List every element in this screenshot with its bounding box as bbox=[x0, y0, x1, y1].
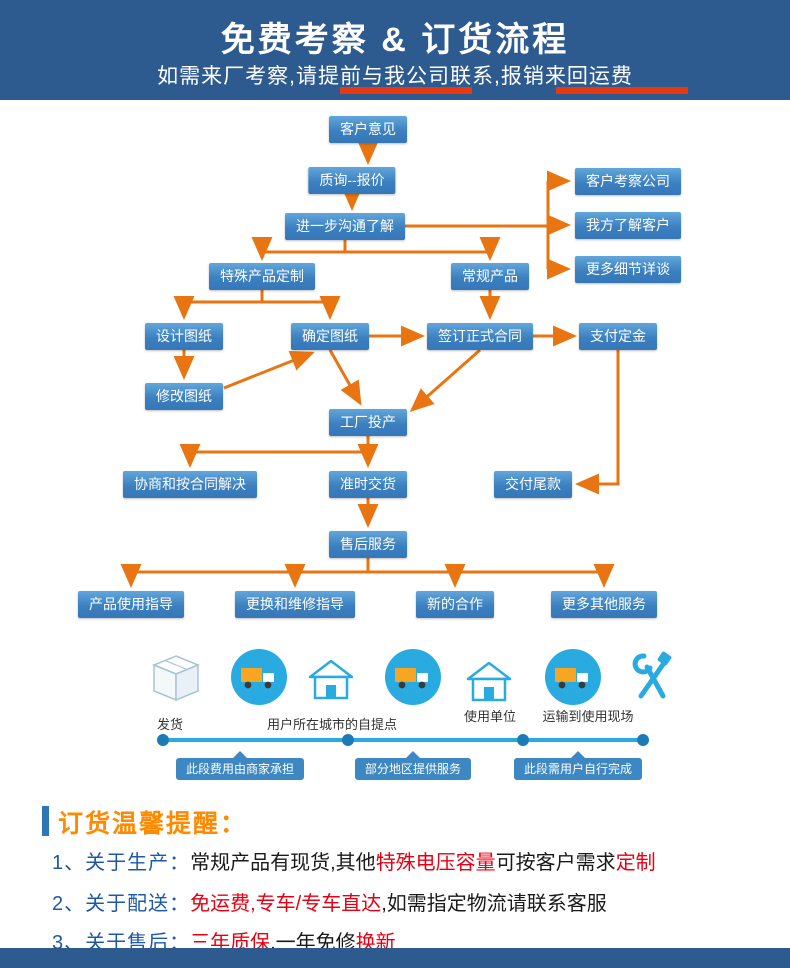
flow-node-custom-product: 特殊产品定制 bbox=[209, 263, 315, 290]
flow-node-confirm-drawing: 确定图纸 bbox=[291, 323, 369, 350]
stage-label-shipping: 发货 bbox=[156, 717, 184, 732]
reminder-item-delivery: 2、关于配送：免运费,专车/专车直达,如需指定物流请联系客服 bbox=[52, 887, 607, 916]
flow-node-customer-opinion: 客户意见 bbox=[329, 116, 407, 143]
reminder-text: 常规产品有现货,其他 bbox=[190, 852, 376, 874]
flow-node-new-cooperation: 新的合作 bbox=[416, 591, 494, 618]
reminder-item-label: 1、关于生产： bbox=[52, 852, 191, 874]
flow-node-negotiate: 协商和按合同解决 bbox=[123, 471, 257, 498]
flow-node-regular-product: 常规产品 bbox=[451, 263, 529, 290]
package-icon bbox=[152, 655, 200, 702]
page-title: 免费考察 & 订货流程 bbox=[220, 21, 570, 59]
flow-node-usage-guidance: 产品使用指导 bbox=[78, 591, 184, 618]
flow-arrows bbox=[120, 141, 620, 588]
tools-icon bbox=[632, 651, 672, 699]
timeline-dot bbox=[157, 734, 169, 746]
stage-label-using-unit: 使用单位 bbox=[463, 709, 517, 724]
flow-node-factory-production: 工厂投产 bbox=[329, 409, 407, 436]
reminder-title: 订货温馨提醒： bbox=[58, 810, 248, 838]
reminder-item-label: 2、关于配送： bbox=[52, 893, 191, 915]
house-icon bbox=[308, 659, 354, 700]
flow-node-replace-repair: 更换和维修指导 bbox=[235, 591, 355, 618]
timeline-dot bbox=[637, 734, 649, 746]
delivery-truck-icon bbox=[385, 649, 441, 705]
house-icon bbox=[466, 661, 512, 702]
flow-node-sign-contract: 签订正式合同 bbox=[427, 323, 533, 350]
timeline-dot bbox=[342, 734, 354, 746]
reminder-highlight: 免运费,专车/专车直达 bbox=[190, 893, 382, 915]
segment-label-merchant-pays: 此段费用由商家承担 bbox=[175, 751, 305, 780]
flow-node-visit-company: 客户考察公司 bbox=[575, 168, 681, 195]
flow-node-further-communication: 进一步沟通了解 bbox=[285, 213, 405, 240]
reminder-highlight: 定制 bbox=[615, 852, 656, 874]
subtitle-underline-right bbox=[556, 87, 688, 94]
delivery-truck-icon bbox=[231, 649, 287, 705]
reminder-text: 可按客户需求 bbox=[495, 852, 616, 874]
reminder-accent-bar bbox=[42, 806, 49, 836]
stage-label-pickup-point: 用户所在城市的自提点 bbox=[266, 717, 398, 732]
flow-node-understand-customer: 我方了解客户 bbox=[575, 212, 681, 239]
header-banner: 免费考察 & 订货流程 如需来厂考察,请提前与我公司联系,报销来回运费 bbox=[0, 0, 790, 100]
flow-node-after-sales: 售后服务 bbox=[329, 531, 407, 558]
flow-node-more-details: 更多细节详谈 bbox=[575, 256, 681, 283]
segment-label-partial-service: 部分地区提供服务 bbox=[354, 751, 472, 780]
flow-node-modify-drawing: 修改图纸 bbox=[145, 383, 223, 410]
reminder-text: ,如需指定物流请联系客服 bbox=[381, 893, 607, 915]
timeline-dot bbox=[517, 734, 529, 746]
page-subtitle: 如需来厂考察,请提前与我公司联系,报销来回运费 bbox=[157, 65, 633, 88]
subtitle-underline-left bbox=[340, 87, 472, 94]
timeline-line bbox=[160, 738, 645, 742]
footer-bar bbox=[0, 948, 790, 968]
reminder-highlight: 特殊电压容量 bbox=[375, 852, 496, 874]
flow-node-pay-balance: 交付尾款 bbox=[494, 471, 572, 498]
stage-label-transport-to-site: 运输到使用现场 bbox=[542, 709, 634, 724]
flow-node-pay-deposit: 支付定金 bbox=[579, 323, 657, 350]
flow-node-design-drawing: 设计图纸 bbox=[145, 323, 223, 350]
segment-label-user-completes: 此段需用户自行完成 bbox=[513, 751, 643, 780]
flow-node-on-time-delivery: 准时交货 bbox=[329, 471, 407, 498]
delivery-truck-icon bbox=[545, 649, 601, 705]
flow-node-inquiry-quote: 质询--报价 bbox=[308, 167, 396, 194]
flow-node-more-services: 更多其他服务 bbox=[551, 591, 657, 618]
reminder-item-production: 1、关于生产：常规产品有现货,其他特殊电压容量可按客户需求定制 bbox=[52, 846, 656, 875]
